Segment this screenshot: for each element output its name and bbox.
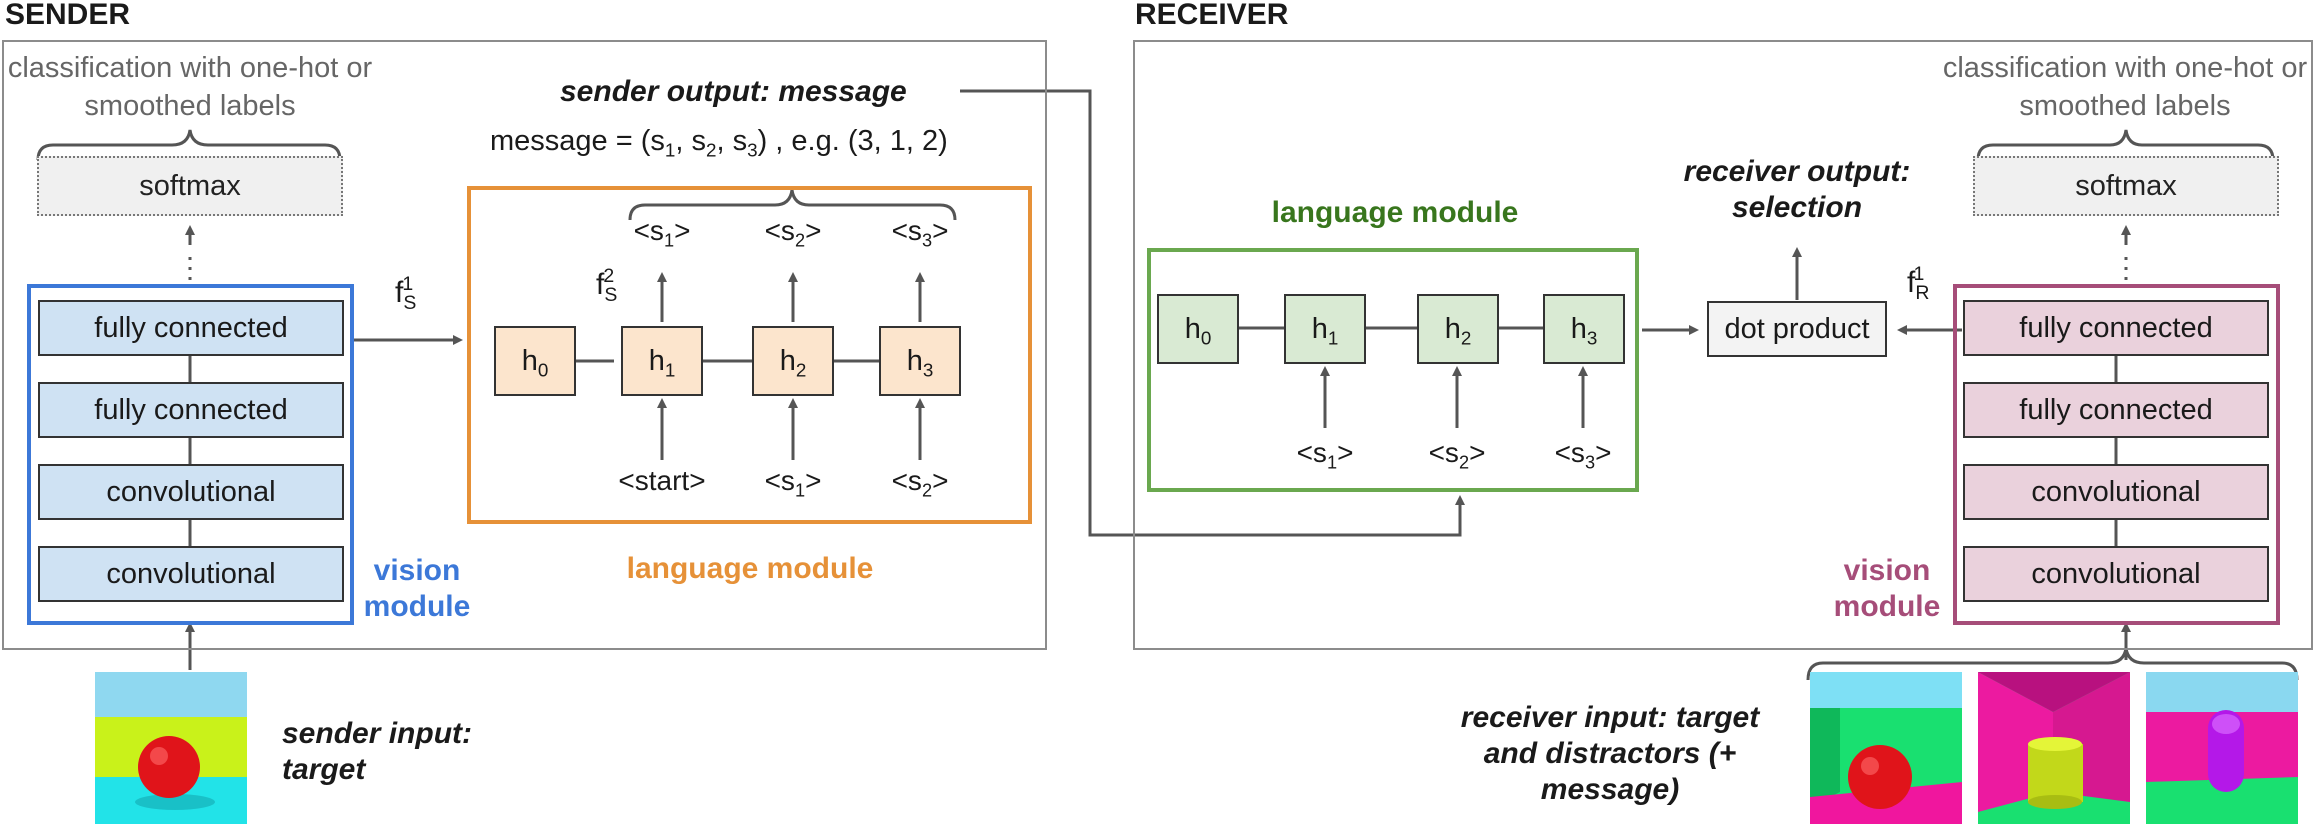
sender-output-token-1: <s1> [633, 215, 691, 251]
sender-panel [2, 40, 1047, 650]
receiver-softmax-box: softmax [1973, 156, 2279, 216]
receiver-classification-label: classification with one-hot or smoothed … [1942, 52, 2308, 122]
receiver-softmax-brace [1976, 129, 2275, 161]
sender-f2-symbol: fS2 [596, 265, 618, 306]
receiver-layer-conv-2: convolutional [1963, 546, 2269, 602]
sender-output-title: sender output: message [560, 75, 907, 108]
sender-input-token-start: <start> [618, 465, 706, 496]
sender-softmax-box: softmax [37, 156, 343, 216]
sender-output-token-2: <s2> [764, 215, 822, 251]
sender-input-title: sender input: target [282, 717, 473, 786]
sender-input-token-1: <s1> [764, 465, 822, 501]
sender-layer-conv-2: convolutional [38, 546, 344, 602]
sender-language-module-label: language module [626, 552, 874, 585]
sender-hidden-h2: h2 [752, 326, 834, 396]
receiver-panel [1133, 40, 2313, 650]
receiver-hidden-h2: h2 [1417, 294, 1499, 364]
sender-hidden-h1: h1 [621, 326, 703, 396]
sender-title: SENDER [5, 0, 131, 31]
receiver-hidden-h3: h3 [1543, 294, 1625, 364]
sender-layer-fc-1: fully connected [38, 300, 344, 356]
receiver-f1-symbol: fR1 [1907, 263, 1930, 304]
sender-target-image [95, 672, 247, 824]
receiver-hidden-h1: h1 [1284, 294, 1366, 364]
sender-layer-fc-2: fully connected [38, 382, 344, 438]
receiver-distractor-cylinder-image [1978, 672, 2130, 824]
receiver-language-module-label: language module [1271, 196, 1519, 229]
dot-product-box: dot product [1707, 301, 1887, 357]
sender-softmax-brace [36, 129, 342, 161]
message-brace [628, 189, 957, 221]
receiver-target-image [1810, 672, 1962, 824]
receiver-distractor-capsule-image [2146, 672, 2298, 824]
receiver-input-token-2: <s2> [1428, 437, 1486, 473]
receiver-language-box [1147, 248, 1639, 492]
sender-classification-label: classification with one-hot or smoothed … [7, 52, 373, 122]
sender-hidden-h0: h0 [494, 326, 576, 396]
sender-vision-box [27, 284, 354, 625]
sender-language-box [467, 186, 1032, 524]
receiver-vision-module-label: vision module [1833, 554, 1941, 623]
receiver-title: RECEIVER [1135, 0, 1289, 31]
receiver-input-token-3: <s3> [1554, 437, 1612, 473]
receiver-input-title: receiver input: target and distractors (… [1460, 701, 1760, 806]
sender-hidden-h3: h3 [879, 326, 961, 396]
receiver-layer-fc-2: fully connected [1963, 382, 2269, 438]
sender-output-token-3: <s3> [891, 215, 949, 251]
sender-vision-module-label: vision module [363, 554, 471, 623]
receiver-hidden-h0: h0 [1157, 294, 1239, 364]
receiver-input-token-1: <s1> [1296, 437, 1354, 473]
message-formula: message = (s1, s2, s3) , e.g. (3, 1, 2) [490, 125, 948, 161]
receiver-vision-box [1953, 284, 2280, 625]
sender-input-token-2: <s2> [891, 465, 949, 501]
sender-f1-symbol: fS1 [395, 273, 417, 314]
receiver-layer-fc-1: fully connected [1963, 300, 2269, 356]
receiver-output-title: receiver output: selection [1683, 155, 1911, 224]
sender-layer-conv-1: convolutional [38, 464, 344, 520]
receiver-layer-conv-1: convolutional [1963, 464, 2269, 520]
